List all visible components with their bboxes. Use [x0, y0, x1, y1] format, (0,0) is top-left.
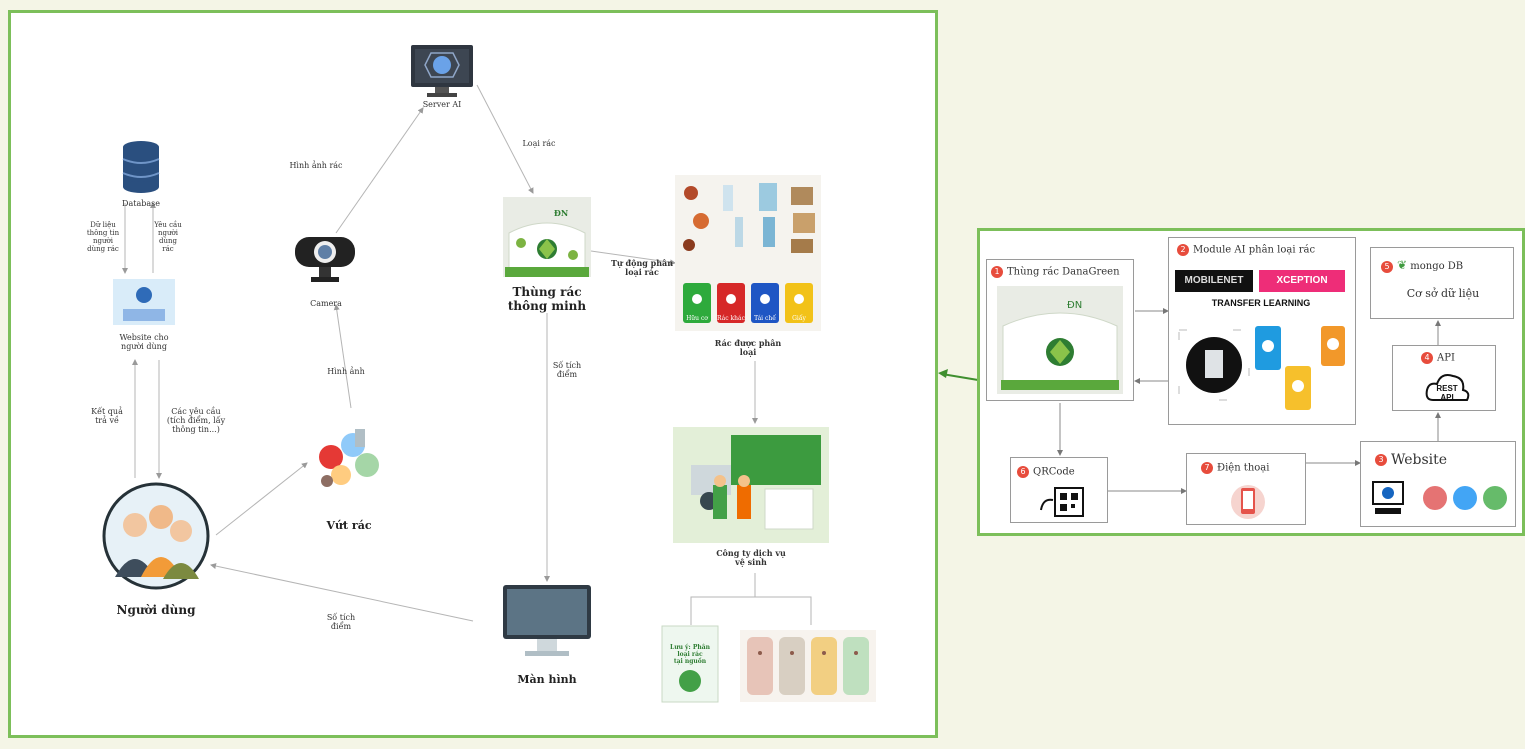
user-laptop-icon [113, 279, 175, 325]
api-box: 4 API REST API [1392, 345, 1496, 411]
edge-db-request-label: Yêu cầu người dùng rác [154, 221, 182, 254]
database-icon [122, 141, 160, 193]
monitor-label: Màn hình [517, 673, 577, 686]
box2-number: 2 [1177, 244, 1189, 256]
edge-image-label: Hình ảnh rác [289, 161, 343, 170]
box2-title: Module AI phân loại rác [1193, 244, 1316, 256]
box1-title: Thùng rác DanaGreen [1007, 266, 1120, 278]
website-box: 3 Website [1360, 441, 1516, 527]
users-group-icon [102, 482, 210, 590]
smart-bin-label: Thùng rác thông minh [507, 285, 587, 314]
edge-type-label: Loại rác [522, 139, 556, 148]
rest-api-cloud-icon [1425, 374, 1470, 401]
phone-box: 7 Điện thoại [1186, 453, 1306, 525]
mongodb-box: 5 ❦ mongo DB Cơ sở dữ liệu [1370, 247, 1514, 319]
box4-number: 4 [1421, 352, 1433, 364]
monitor-node: Màn hình [499, 583, 595, 693]
mongodb-leaf-icon: ❦ [1397, 258, 1408, 272]
edge-result-label: Kết quả trả về [91, 407, 123, 426]
camera-icon [295, 237, 355, 282]
danagreen-bin-image: ĐN [997, 286, 1123, 394]
smart-bin-node: ĐN Thùng rác thông minh [499, 193, 599, 323]
waste-categories-image [675, 175, 821, 331]
bin-category-recycle: Tái chế [754, 315, 776, 322]
cleaning-company-node: Công ty dịch vụ vệ sinh [671, 425, 831, 575]
cup-classification-image [1178, 326, 1345, 410]
database-label: Database [122, 199, 160, 208]
link-arrow [938, 369, 979, 381]
ai-module-box: 2 Module AI phân loại rác MOBILENET XCEPT… [1168, 237, 1356, 425]
rest-api-text: REST API [1436, 384, 1458, 403]
bin-category-other: Rác khác [717, 315, 745, 322]
cleaning-company-image [673, 427, 829, 543]
sorted-waste-node: Hữu cơ Rác khác Tái chế Giấy Rác được ph… [673, 173, 823, 373]
website-stack-icons [1372, 481, 1507, 514]
danagreen-bin-box: 1 Thùng rác DanaGreen ĐN [986, 259, 1134, 401]
camera-node: Camera [291, 233, 361, 323]
server-monitor-icon [411, 45, 473, 97]
edge-requests-label: Các yêu cầu (tích điểm, lấy thông tin...… [166, 407, 226, 435]
architecture-connectors [1057, 308, 1441, 494]
box1-number: 1 [991, 266, 1003, 278]
colored-bins-image [740, 630, 876, 702]
people-node: Người dùng [101, 481, 211, 631]
people-label: Người dùng [116, 603, 196, 617]
box7-title: Điện thoại [1217, 462, 1270, 474]
website-user-node: Website cho người dùng [109, 275, 179, 359]
box6-number: 6 [1017, 466, 1029, 478]
edge-db-data-label: Dữ liệu thông tin người dùng rác [86, 221, 120, 254]
monitor-icon [503, 585, 591, 656]
bin-sticker: ĐN [553, 208, 569, 218]
smartphone-icon [1231, 485, 1265, 519]
camera-label: Camera [310, 299, 342, 308]
edge-points-bin-label: Số tích điểm [552, 361, 582, 380]
box5-number: 5 [1381, 260, 1393, 273]
edge-points-user-label: Số tích điểm [326, 613, 356, 632]
edge-photo-label: Hình ảnh [327, 367, 365, 376]
website-user-label: Website cho người dùng [119, 333, 169, 352]
connector-lines [122, 84, 812, 625]
box7-number: 7 [1201, 462, 1213, 474]
cleaning-company-label: Công ty dịch vụ vệ sinh [716, 548, 786, 568]
qrcode-box: 6 QRCode [1010, 457, 1108, 523]
box5-subtitle: Cơ sở dữ liệu [1406, 287, 1480, 300]
box3-number: 3 [1375, 454, 1387, 466]
transfer-learning-label: TRANSFER LEARNING [1211, 298, 1311, 308]
recycling-sign-node: Lưu ý: Phân loại rác tại nguồn [661, 625, 719, 703]
recycling-sign-image [661, 625, 719, 703]
box3-title: Website [1391, 452, 1448, 468]
system-overview-panel: Server AI Camera Hình ảnh rác Loại rác H… [8, 10, 938, 738]
database-node: Database [111, 139, 171, 211]
trash-pile-icon [319, 429, 379, 487]
smart-bin-image [503, 197, 591, 277]
qrcode-scan-icon [1040, 487, 1084, 517]
architecture-panel: 1 Thùng rác DanaGreen ĐN 2 Module AI phân … [977, 228, 1525, 536]
svg-text:ĐN: ĐN [1067, 300, 1082, 311]
recycling-sign-text: Lưu ý: Phân loại rác tại nguồn [670, 644, 710, 665]
sorted-waste-label: Rác được phân loại [714, 338, 782, 358]
colored-bins-node [739, 629, 877, 703]
edge-auto-sort-label: Tự động phân loại rác [610, 258, 674, 278]
trash-label: Vứt rác [326, 519, 372, 532]
mobilenet-tag: MOBILENET [1175, 270, 1253, 292]
box4-title: API [1437, 352, 1455, 364]
box6-title: QRCode [1033, 466, 1075, 478]
box5-title: mongo DB [1410, 261, 1464, 272]
server-ai-node: Server AI [409, 43, 475, 109]
xception-tag: XCEPTION [1259, 270, 1345, 292]
bin-category-paper: Giấy [792, 315, 806, 322]
trash-node: Vứt rác [309, 421, 389, 541]
bin-category-organic: Hữu cơ [686, 315, 708, 322]
server-label: Server AI [422, 100, 462, 109]
